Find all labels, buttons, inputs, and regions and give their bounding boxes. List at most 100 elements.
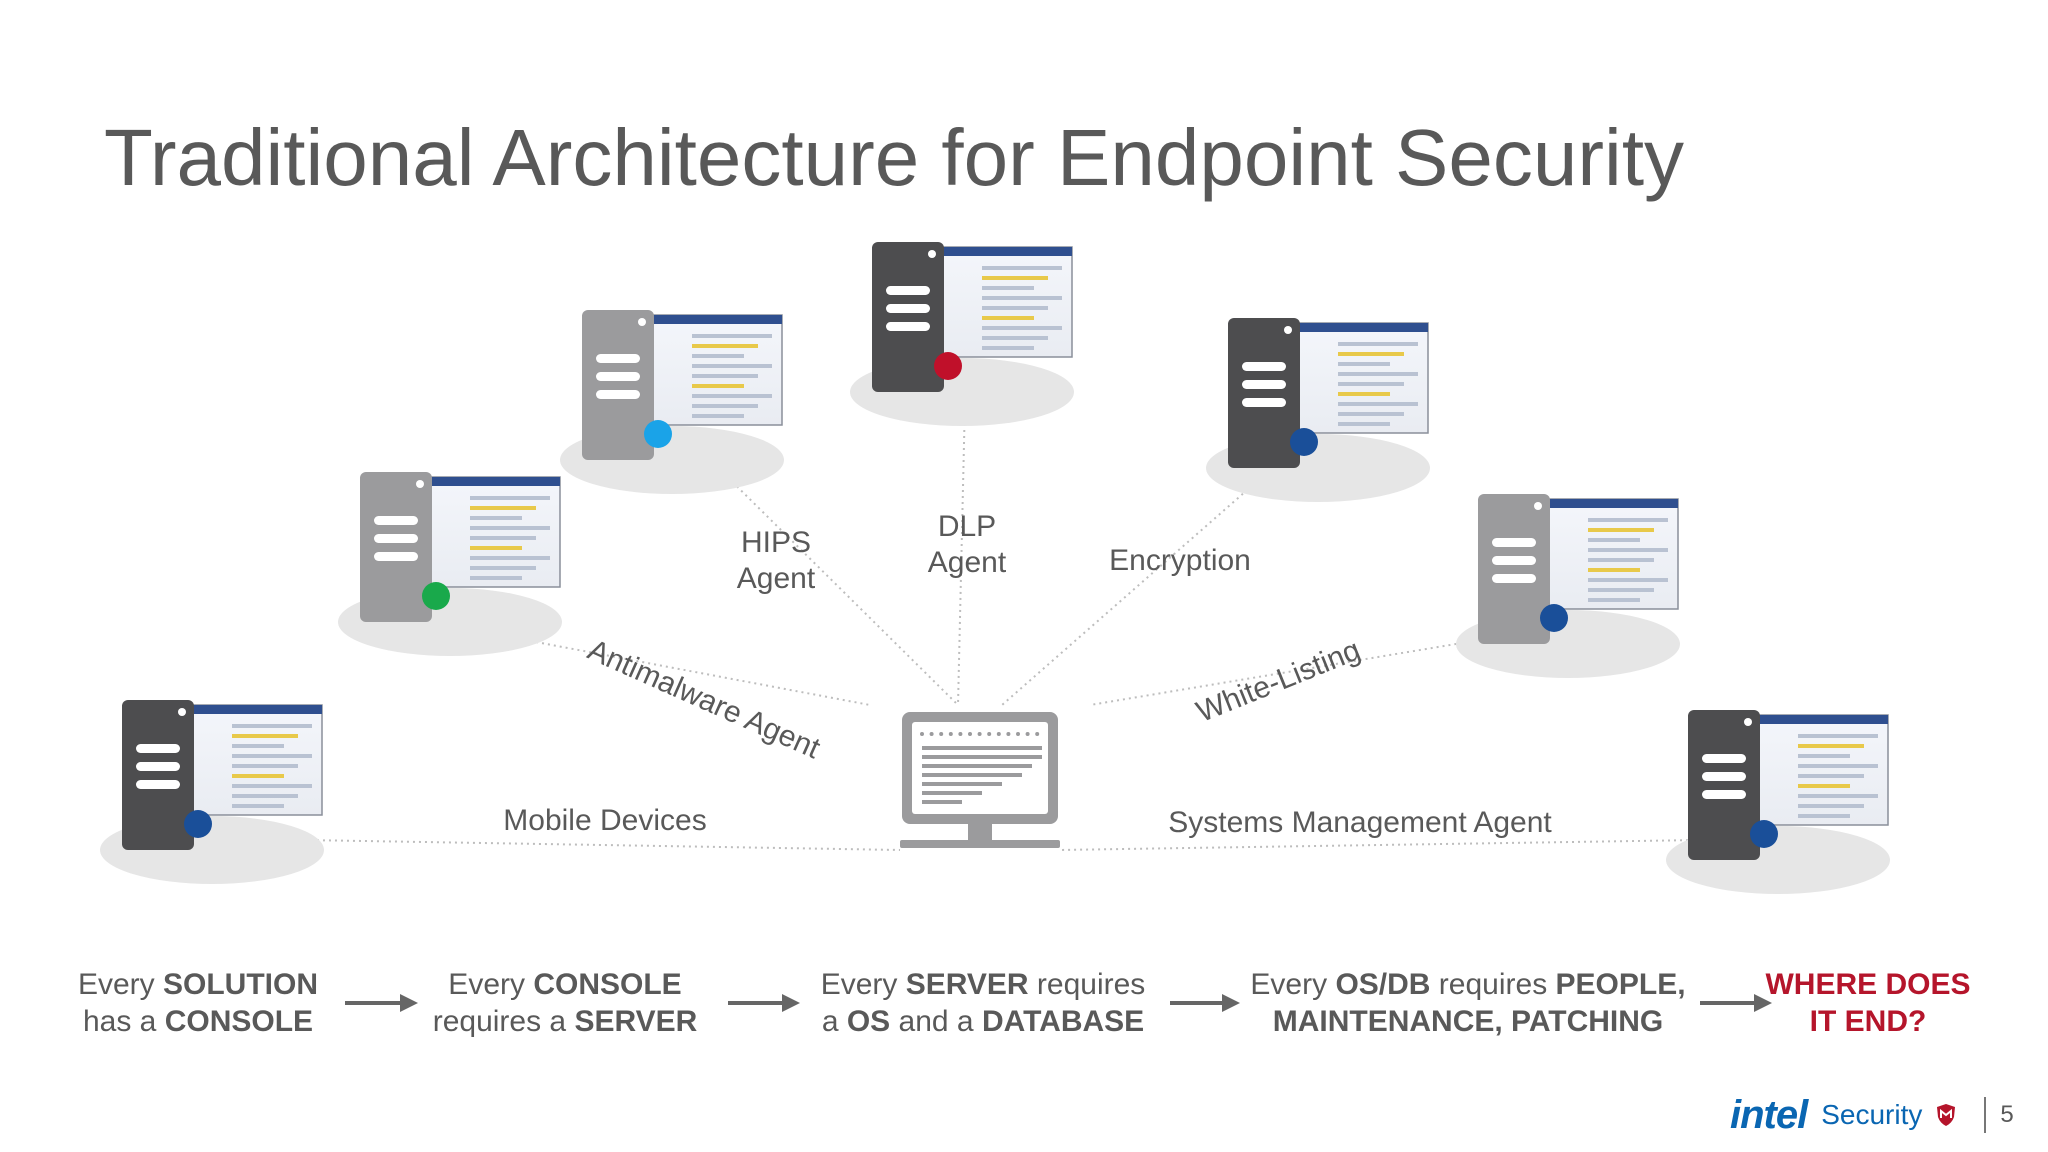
console-row xyxy=(692,414,744,418)
screen-dot xyxy=(968,732,972,736)
flow-keyword: CONSOLE xyxy=(533,968,682,1001)
flow-keyword: PEOPLE, xyxy=(1555,968,1686,1001)
drive-slot xyxy=(374,516,418,525)
flow-step-line: has a CONSOLE xyxy=(78,1003,318,1040)
flow-keyword: OS xyxy=(846,1005,891,1038)
connector-mobile xyxy=(184,837,901,851)
console-row xyxy=(692,364,772,368)
flow-step-line: a OS and a DATABASE xyxy=(821,1003,1146,1040)
arrow-head-icon xyxy=(400,994,418,1012)
console-row xyxy=(232,734,298,738)
footer-divider xyxy=(1984,1097,1987,1133)
server-icon xyxy=(360,472,432,622)
console-row xyxy=(232,784,312,788)
console-row xyxy=(470,526,550,530)
status-badge xyxy=(934,352,962,380)
intel-logo: intel xyxy=(1730,1092,1808,1137)
console-screenshot xyxy=(191,704,323,816)
drive-slot xyxy=(886,286,930,295)
console-row xyxy=(692,394,772,398)
flow-text: has a xyxy=(82,1005,165,1038)
console-row xyxy=(982,336,1048,340)
screen-dot xyxy=(987,732,992,736)
console-row xyxy=(1588,568,1640,572)
console-window xyxy=(1297,322,1429,434)
label-whitelisting: White-Listing xyxy=(1192,633,1365,729)
endpoint-monitor xyxy=(900,712,1060,848)
flow-keyword: DATABASE xyxy=(981,1005,1145,1038)
console-row xyxy=(1798,744,1864,748)
screen-line xyxy=(922,755,1042,759)
console-screenshot xyxy=(651,314,783,426)
drive-slot xyxy=(1702,790,1746,799)
flow-step-line: Every CONSOLE xyxy=(433,966,698,1003)
label-line: DLP xyxy=(938,510,996,543)
connector-antimalware xyxy=(429,621,871,706)
drive-slot xyxy=(1702,772,1746,781)
server-icon xyxy=(872,242,944,392)
status-badge xyxy=(1750,820,1778,848)
arrow-head-icon xyxy=(782,994,800,1012)
console-row xyxy=(1798,804,1864,808)
label-mobile: Mobile Devices xyxy=(503,804,706,837)
label-antimalware: Antimalware Agent xyxy=(583,633,826,765)
connector-systems-management xyxy=(1059,839,1701,851)
drive-slot xyxy=(1492,556,1536,565)
console-titlebar xyxy=(1758,715,1888,724)
server-systems-management xyxy=(1666,710,1890,894)
flow-keyword: SERVER xyxy=(905,968,1029,1001)
server-icon xyxy=(582,310,654,460)
flow-text: a xyxy=(821,1005,847,1038)
drive-slot xyxy=(136,744,180,753)
drive-slot xyxy=(886,304,930,313)
drive-slot xyxy=(1242,398,1286,407)
flow-keyword: SERVER xyxy=(574,1005,698,1038)
drive-slot xyxy=(1242,380,1286,389)
console-window xyxy=(941,246,1073,358)
screen-dot xyxy=(929,732,934,736)
console-window xyxy=(1757,714,1889,826)
drive-slot xyxy=(596,390,640,399)
server-dlp xyxy=(850,242,1074,426)
console-row xyxy=(470,566,536,570)
console-titlebar xyxy=(192,705,322,714)
flow-step-line: requires a SERVER xyxy=(433,1003,698,1040)
page-number: 5 xyxy=(2000,1101,2014,1128)
drive-slot xyxy=(596,354,640,363)
server-icon xyxy=(122,700,194,850)
console-row xyxy=(1338,422,1390,426)
console-row xyxy=(1588,548,1668,552)
monitor-stand xyxy=(900,840,1060,848)
console-row xyxy=(982,346,1034,350)
flow-text: Every xyxy=(448,968,534,1001)
console-row xyxy=(982,276,1048,280)
monitor-icon xyxy=(900,712,1060,848)
power-led xyxy=(1744,718,1752,726)
power-led xyxy=(1534,502,1542,510)
flow-text: requires xyxy=(1028,968,1146,1001)
console-row xyxy=(1338,362,1390,366)
console-row xyxy=(982,266,1062,270)
console-row xyxy=(470,496,550,500)
console-titlebar xyxy=(1548,499,1678,508)
flow-arrows xyxy=(345,994,1772,1012)
console-row xyxy=(982,286,1034,290)
console-row xyxy=(692,404,758,408)
screen-dot xyxy=(996,732,1001,736)
drive-slot xyxy=(1702,754,1746,763)
status-badge xyxy=(1290,428,1318,456)
flow-keyword: OS/DB xyxy=(1335,968,1431,1001)
flow-text: and a xyxy=(890,1005,982,1038)
console-row xyxy=(1588,538,1640,542)
flow-step-line: Every SERVER requires xyxy=(821,966,1146,1003)
drive-slot xyxy=(1492,538,1536,547)
console-row xyxy=(470,576,522,580)
flow-keyword: IT END? xyxy=(1809,1005,1927,1038)
flow-keyword: WHERE DOES xyxy=(1765,968,1971,1001)
console-titlebar xyxy=(1298,323,1428,332)
console-window xyxy=(651,314,783,426)
flow-text: Every xyxy=(1250,968,1336,1001)
flow-text: requires a xyxy=(432,1005,575,1038)
server-icon xyxy=(1228,318,1300,468)
